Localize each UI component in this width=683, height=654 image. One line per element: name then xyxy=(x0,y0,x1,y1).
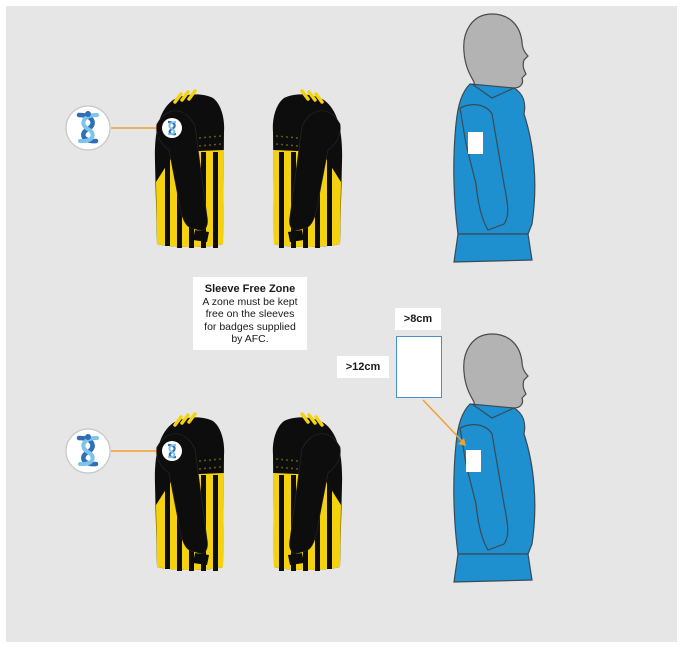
sleeve-free-zone-note: Sleeve Free Zone A zone must be kept fre… xyxy=(193,277,307,350)
sleeve-badge-icon xyxy=(162,118,182,138)
note-title: Sleeve Free Zone xyxy=(193,283,307,296)
sleeve-badge-icon xyxy=(162,441,182,461)
note-body: A zone must be kept free on the sleeves … xyxy=(193,296,307,346)
afc-logo-icon xyxy=(66,429,110,473)
width-label: >8cm xyxy=(395,308,441,330)
jersey-back-icon xyxy=(273,91,342,248)
badge-size-rectangle xyxy=(396,336,442,398)
jersey-front-icon xyxy=(155,414,224,571)
jersey-back-icon xyxy=(273,414,342,571)
mannequin-shirt xyxy=(454,84,535,262)
height-label: >12cm xyxy=(337,356,389,378)
arrow-to-sleeve xyxy=(111,124,163,132)
arrow-to-sleeve xyxy=(111,447,163,455)
mannequin-shirt xyxy=(454,404,535,582)
jersey-front-icon xyxy=(155,91,224,248)
afc-logo-icon xyxy=(66,106,110,150)
